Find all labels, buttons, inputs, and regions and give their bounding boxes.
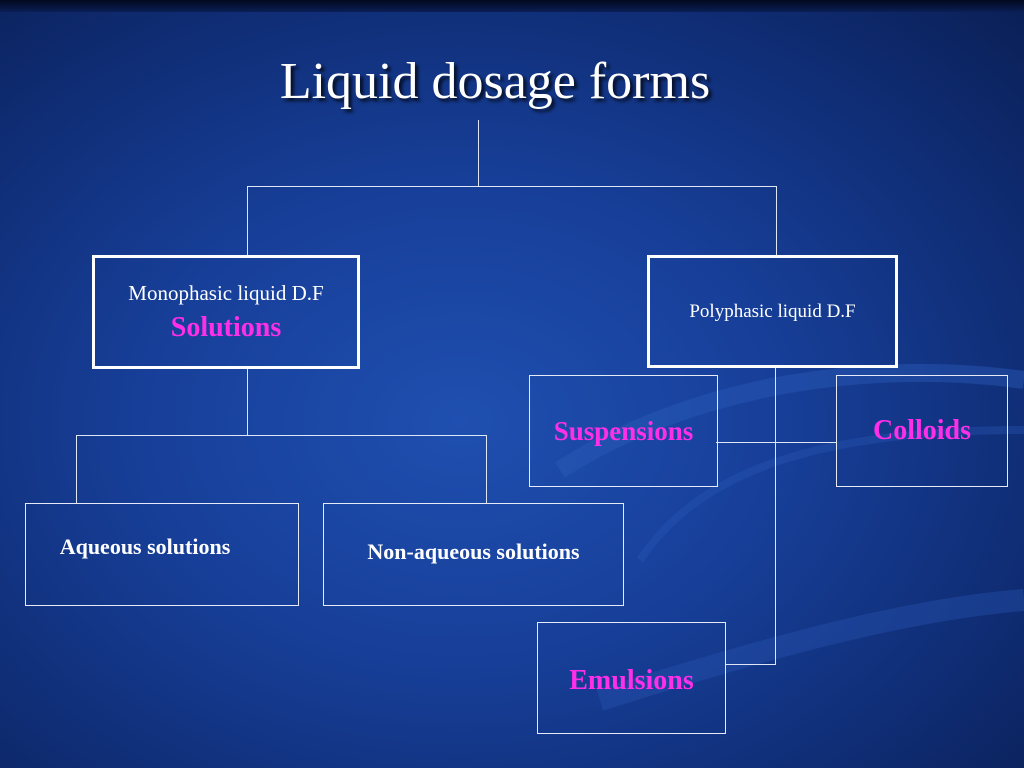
colloids-label: Colloids — [872, 415, 972, 446]
connector-mono-stem — [247, 367, 248, 435]
connector-to-non-aqueous — [486, 435, 487, 503]
slide-title: Liquid dosage forms — [279, 53, 711, 110]
emulsions-box: Emulsions — [537, 622, 726, 734]
monophasic-label: Monophasic liquid D.F — [128, 280, 324, 305]
polyphasic-box: Polyphasic liquid D.F — [647, 255, 898, 368]
aqueous-box: Aqueous solutions — [25, 503, 299, 606]
colloids-box: Colloids — [836, 375, 1008, 487]
suspensions-box: Suspensions — [529, 375, 718, 487]
polyphasic-label: Polyphasic liquid D.F — [689, 300, 856, 322]
connector-to-polyphasic — [776, 186, 777, 256]
connector-to-monophasic — [247, 186, 248, 256]
non-aqueous-box: Non-aqueous solutions — [323, 503, 624, 606]
top-shade — [0, 0, 1024, 12]
emulsions-label: Emulsions — [569, 665, 694, 696]
non-aqueous-label: Non-aqueous solutions — [367, 538, 580, 564]
connector-poly-stem — [775, 367, 776, 665]
monophasic-box: Monophasic liquid D.F Solutions — [92, 255, 360, 369]
connector-to-aqueous — [76, 435, 77, 503]
connector-mono-branch — [76, 435, 487, 436]
connector-poly-branch — [716, 442, 837, 443]
connector-to-emulsions — [725, 664, 776, 665]
suspensions-label: Suspensions — [553, 415, 694, 446]
connector-top-branch — [247, 186, 777, 187]
aqueous-label: Aqueous solutions — [59, 534, 231, 559]
connector-title-stem — [478, 120, 479, 187]
solutions-label: Solutions — [170, 311, 282, 343]
